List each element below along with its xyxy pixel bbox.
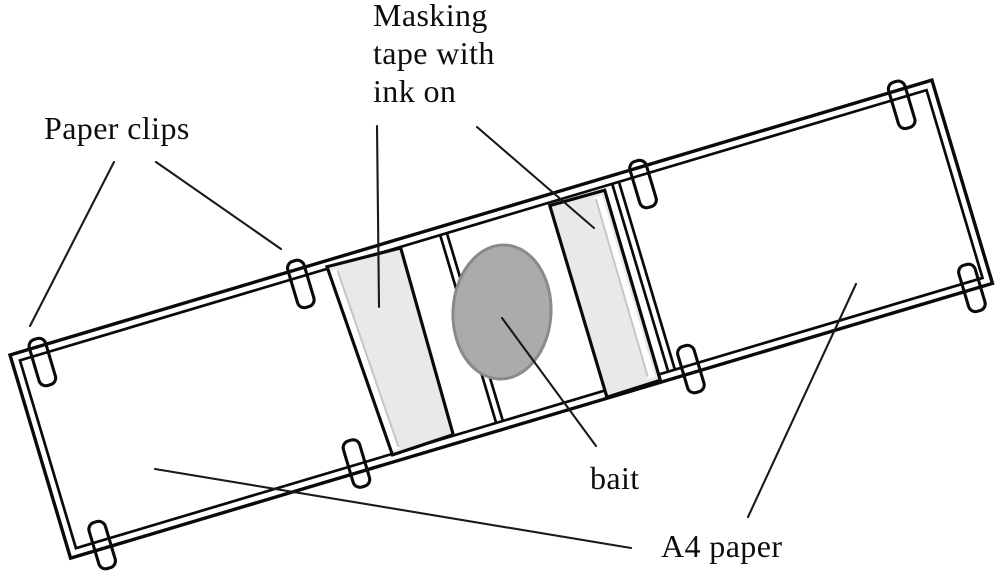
leader-line-a4-left: [153, 467, 633, 550]
bait-ellipse: [451, 243, 553, 381]
label-a4-paper: A4 paper: [661, 528, 782, 564]
paper-clip-top-mid-left: [285, 258, 316, 310]
leader-line-a4-right: [746, 282, 858, 519]
masking-tape-right-face: [547, 188, 663, 400]
label-masking-tape-line-1: Masking: [373, 0, 488, 33]
right-sheet-edge-line-2: [617, 181, 677, 370]
masking-tape-right-edge-highlight: [594, 198, 649, 377]
a4-paper-inner-outline: [18, 88, 985, 550]
paper-clip-top-mid-right: [628, 158, 658, 210]
masking-tape-left-edge-highlight: [336, 270, 400, 448]
paper-clip-bottom-mid-right: [676, 343, 706, 395]
masking-tape-left: [324, 245, 456, 457]
paper-clip-top-left: [27, 336, 58, 388]
masking-tape-right: [547, 188, 663, 400]
leader-line-tape-left: [375, 124, 381, 309]
label-paper-clips: Paper clips: [44, 110, 190, 146]
paper-clips-group: [27, 79, 987, 571]
masking-tape-right-edge-gap: [594, 195, 656, 379]
leader-line-tape-right: [475, 125, 596, 230]
leader-lines: [28, 124, 858, 550]
label-masking-tape: Masking tape with ink on: [373, 0, 495, 109]
paper-clip-bottom-left: [87, 519, 117, 571]
right-sheet-edge-line-1: [611, 183, 670, 372]
label-masking-tape-line-3: ink on: [373, 73, 456, 109]
paper-strip-group: [7, 78, 995, 571]
masking-tape-left-face: [324, 245, 456, 457]
leader-line-paper-clips-left: [28, 160, 116, 328]
a4-paper-outer-outline: [7, 78, 995, 561]
paper-clip-top-right: [886, 79, 917, 131]
label-bait: bait: [590, 460, 640, 496]
paper-clip-bottom-mid-left: [341, 438, 372, 489]
leader-line-bait: [500, 316, 598, 448]
label-masking-tape-line-2: tape with: [373, 35, 495, 71]
leader-line-paper-clips-right: [154, 160, 283, 251]
masking-tape-left-edge-gap: [330, 268, 400, 451]
labels: Paper clips Masking tape with ink on bai…: [44, 0, 782, 564]
paper-clip-bottom-right: [957, 262, 987, 314]
